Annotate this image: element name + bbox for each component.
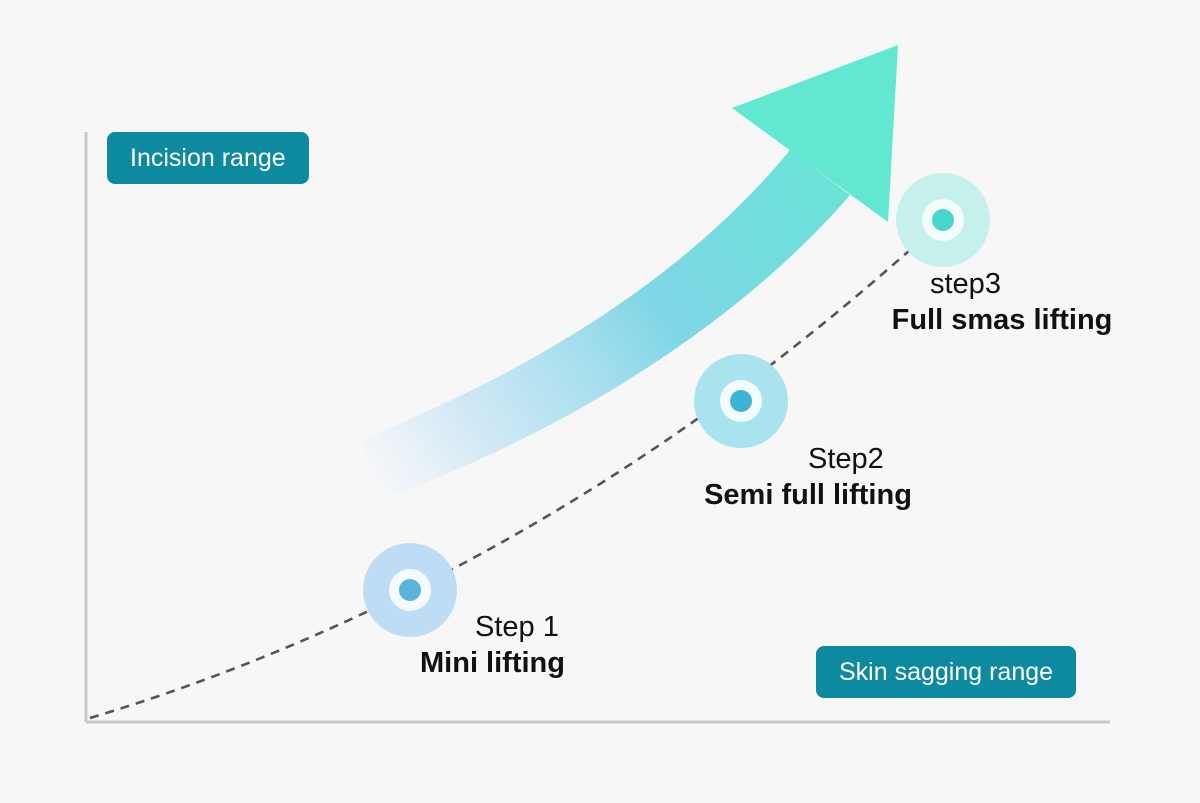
growth-arrow-shaft — [360, 150, 850, 500]
skin-sagging-range-tag: Skin sagging range — [816, 646, 1077, 698]
step1-number: Step 1 — [475, 611, 559, 643]
step1-label: Step 1 Mini lifting — [405, 610, 580, 682]
step2-number: Step2 — [808, 443, 884, 475]
step2-name: Semi full lifting — [704, 479, 912, 511]
step1-name: Mini lifting — [420, 647, 565, 679]
growth-arrow-head — [732, 45, 898, 222]
step3-number: step3 — [930, 268, 1001, 300]
incision-range-tag: Incision range — [107, 132, 309, 184]
step3-label: step3 Full smas lifting — [876, 267, 1128, 339]
step1-dot — [399, 579, 421, 601]
step2-marker — [694, 354, 788, 448]
step2-dot — [730, 390, 752, 412]
step3-dot — [932, 209, 954, 231]
step1-marker — [363, 543, 457, 637]
step3-marker — [896, 173, 990, 267]
progression-curve — [89, 219, 944, 720]
step2-label: Step2 Semi full lifting — [688, 442, 928, 514]
step3-name: Full smas lifting — [891, 304, 1113, 336]
